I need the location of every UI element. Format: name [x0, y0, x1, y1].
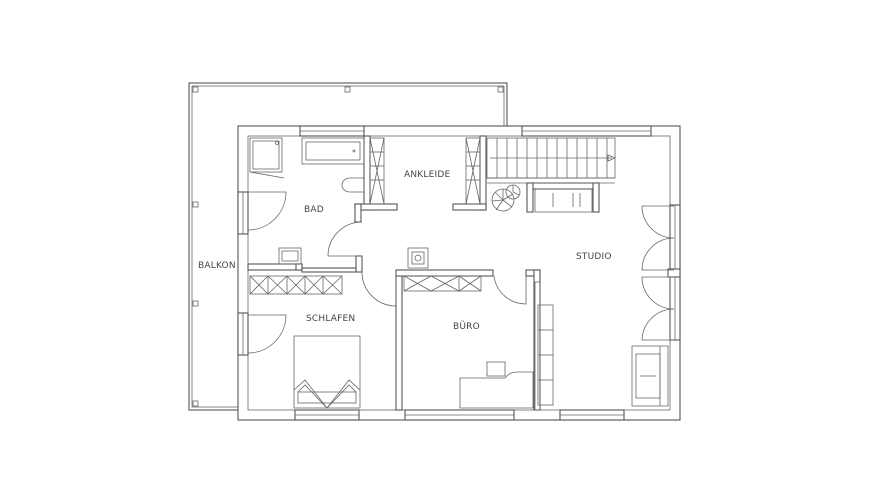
room-label-balkon: BALKON	[198, 261, 236, 271]
room-label-studio: STUDIO	[576, 252, 612, 262]
ankleide-closets	[369, 137, 481, 205]
bathroom-fixtures	[249, 137, 365, 265]
room-labels: BALKON BAD ANKLEIDE STUDIO SCHLAFEN BÜRO	[198, 170, 612, 332]
studio-patio-doors	[641, 204, 681, 341]
buero-closet	[403, 275, 482, 292]
room-label-buero: BÜRO	[453, 321, 480, 332]
bed	[293, 335, 361, 409]
room-label-bad: BAD	[304, 205, 324, 215]
schlafen-wardrobe	[249, 275, 343, 295]
room-label-ankleide: ANKLEIDE	[404, 170, 450, 180]
windows	[294, 125, 652, 421]
spiral-stair	[491, 184, 521, 212]
chimney	[407, 247, 429, 269]
staircase	[486, 137, 617, 213]
balcony-doors	[237, 191, 287, 356]
desk	[459, 281, 554, 411]
interior-walls	[247, 135, 600, 411]
interior-doors	[327, 221, 527, 307]
armchair	[631, 345, 669, 407]
room-label-schlafen: SCHLAFEN	[306, 314, 355, 324]
